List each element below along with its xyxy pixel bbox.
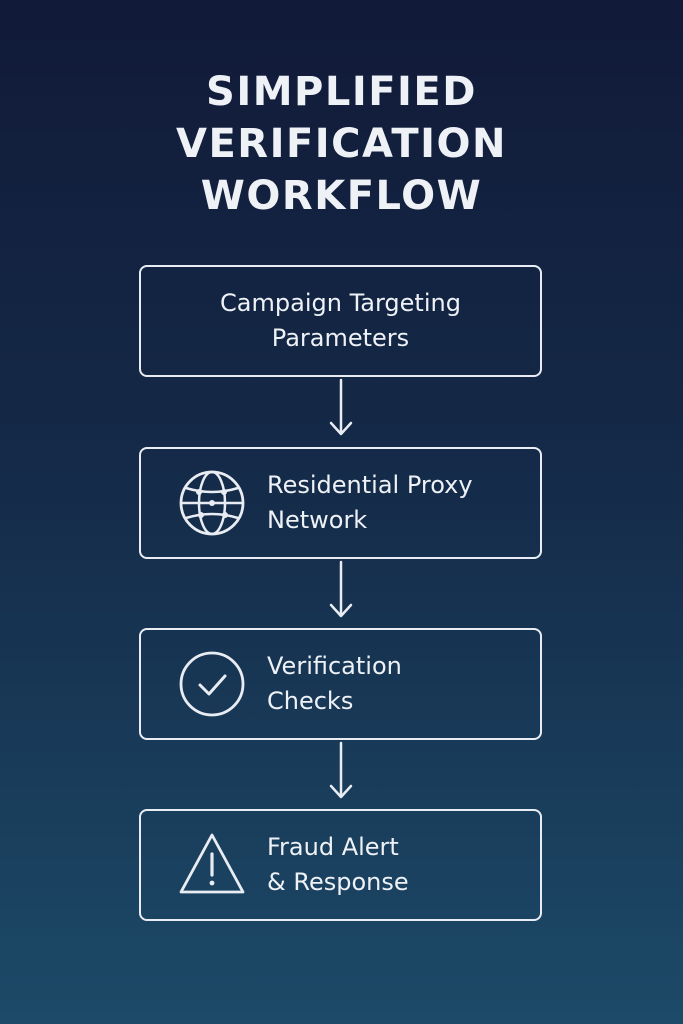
- title-line-3: WORKFLOW: [200, 173, 483, 219]
- title-line-2: VERIFICATION: [175, 121, 508, 167]
- warning-triangle-icon: [177, 830, 247, 900]
- diagram-title: SIMPLIFIED VERIFICATION WORKFLOW: [0, 66, 683, 222]
- step-4-label: Fraud Alert & Response: [267, 833, 409, 896]
- arrow-down-icon: [326, 378, 356, 448]
- step-3-label: Verification Checks: [267, 652, 402, 715]
- arrow-down-icon: [326, 560, 356, 630]
- step-campaign-targeting: Campaign Targeting Parameters: [139, 265, 542, 377]
- step-1-label: Campaign Targeting Parameters: [220, 289, 461, 352]
- step-verification-checks: Verification Checks: [139, 628, 542, 740]
- globe-icon: [177, 468, 247, 538]
- title-line-1: SIMPLIFIED: [206, 69, 477, 115]
- arrow-down-icon: [326, 741, 356, 811]
- step-2-label: Residential Proxy Network: [267, 471, 473, 534]
- checkmark-circle-icon: [177, 649, 247, 719]
- step-fraud-alert: Fraud Alert & Response: [139, 809, 542, 921]
- step-residential-proxy: Residential Proxy Network: [139, 447, 542, 559]
